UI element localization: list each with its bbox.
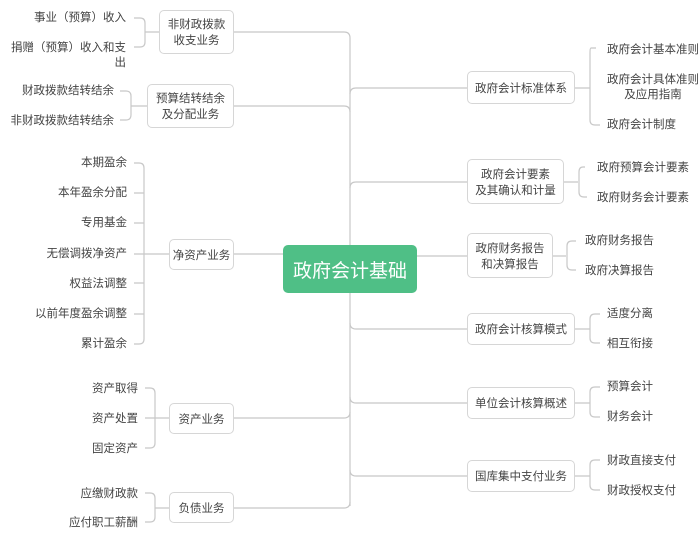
leaf-authorized-payment[interactable]: 财政授权支付 (607, 483, 676, 497)
branch-liabilities[interactable]: 负债业务 (169, 492, 234, 523)
leaf-salary-payable[interactable]: 应付职工薪酬 (69, 515, 138, 529)
branch-net-assets[interactable]: 净资产业务 (169, 239, 234, 270)
leaf-accounting-system[interactable]: 政府会计制度 (607, 117, 676, 131)
branch-accounting-mode[interactable]: 政府会计核算模式 (467, 313, 575, 345)
branch-non-fiscal-income-expense[interactable]: 非财政拨款 收支业务 (159, 10, 234, 54)
leaf-donation-income[interactable]: 捐赠（预算）收入和支出 (11, 40, 126, 69)
leaf-final-account-report[interactable]: 政府决算报告 (585, 263, 654, 277)
leaf-current-surplus[interactable]: 本期盈余 (81, 155, 127, 169)
leaf-fiscal-carryover[interactable]: 财政拨款结转结余 (22, 83, 114, 97)
leaf-financial-accounting[interactable]: 财务会计 (607, 409, 653, 423)
leaf-asset-acquire[interactable]: 资产取得 (92, 381, 138, 395)
root-node[interactable]: 政府会计基础 (283, 245, 417, 293)
branch-financial-reports[interactable]: 政府财务报告 和决算报告 (467, 233, 553, 278)
leaf-prior-year-adjust[interactable]: 以前年度盈余调整 (35, 306, 127, 320)
leaf-equity-method[interactable]: 权益法调整 (69, 276, 128, 290)
leaf-nonfiscal-carryover[interactable]: 非财政拨款结转结余 (10, 113, 115, 127)
leaf-financial-report[interactable]: 政府财务报告 (585, 233, 654, 247)
leaf-budget-accounting[interactable]: 预算会计 (607, 379, 653, 393)
branch-standards-system[interactable]: 政府会计标准体系 (467, 71, 575, 104)
leaf-special-fund[interactable]: 专用基金 (81, 215, 127, 229)
leaf-asset-dispose[interactable]: 资产处置 (92, 411, 138, 425)
leaf-accumulated-surplus[interactable]: 累计盈余 (81, 336, 127, 350)
branch-elements-recognition[interactable]: 政府会计要素 及其确认和计量 (467, 159, 564, 204)
leaf-business-income[interactable]: 事业（预算）收入 (34, 10, 126, 24)
leaf-surplus-distribution[interactable]: 本年盈余分配 (58, 185, 127, 199)
leaf-budget-elements[interactable]: 政府预算会计要素 (597, 160, 689, 174)
branch-treasury-payment[interactable]: 国库集中支付业务 (467, 460, 575, 492)
leaf-moderate-separation[interactable]: 适度分离 (607, 306, 653, 320)
leaf-free-transfer[interactable]: 无偿调拨净资产 (46, 246, 128, 260)
leaf-specific-standards[interactable]: 政府会计具体准则 及应用指南 (607, 72, 699, 101)
leaf-fiscal-payable[interactable]: 应缴财政款 (80, 486, 139, 500)
branch-assets[interactable]: 资产业务 (169, 403, 234, 434)
leaf-direct-payment[interactable]: 财政直接支付 (607, 453, 676, 467)
leaf-mutual-connection[interactable]: 相互衔接 (607, 336, 653, 350)
branch-budget-carryover[interactable]: 预算结转结余 及分配业务 (147, 84, 234, 128)
leaf-fixed-assets[interactable]: 固定资产 (92, 441, 138, 455)
branch-unit-accounting[interactable]: 单位会计核算概述 (467, 387, 575, 419)
leaf-financial-elements[interactable]: 政府财务会计要素 (597, 190, 689, 204)
leaf-basic-standard[interactable]: 政府会计基本准则 (607, 42, 699, 56)
